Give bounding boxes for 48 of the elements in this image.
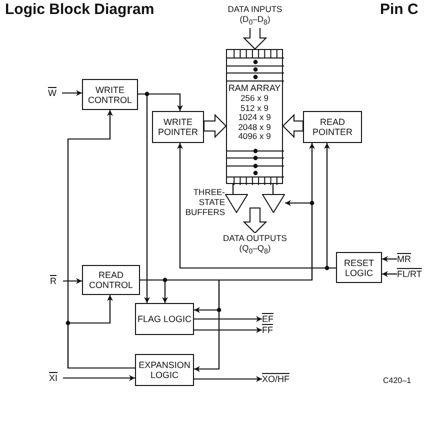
signal-arrow xyxy=(194,316,262,322)
buffer-triangle xyxy=(225,194,248,213)
logic-block xyxy=(82,79,138,110)
signal-label: MR xyxy=(397,252,415,266)
signal-label: FL/RT xyxy=(397,267,430,281)
signal-arrow xyxy=(63,278,82,284)
block-label: EXPANSION LOGIC xyxy=(138,360,192,380)
signal-label: R xyxy=(50,274,63,288)
logic-block xyxy=(303,111,362,143)
block-arrow xyxy=(242,26,268,50)
logic-block xyxy=(336,252,382,283)
block-label: FLAG LOGIC xyxy=(137,314,192,324)
block-label: WRITE CONTROL xyxy=(86,84,133,104)
signal-arrow xyxy=(194,376,262,382)
block-label: RAM ARRAY xyxy=(228,83,281,94)
signal-label: W xyxy=(48,86,62,100)
signal-label: XO/HF xyxy=(262,372,298,386)
heading-fragment: Pin C xyxy=(380,1,418,18)
signal-label: XI xyxy=(49,371,63,385)
capacity-label: 512 x 9 xyxy=(240,104,268,113)
logic-block xyxy=(135,354,194,386)
buffer-triangle xyxy=(262,194,285,213)
signal-arrow xyxy=(63,375,135,381)
ram-array-block xyxy=(226,49,283,184)
capacity-label: 256 x 9 xyxy=(240,94,268,104)
buffer-caption: THREE-STATE BUFFERS xyxy=(184,187,225,217)
diagram-title: Logic Block Diagram xyxy=(5,1,154,18)
block-arrow xyxy=(204,114,227,138)
capacity-label: 2048 x 9 xyxy=(238,122,271,132)
signal-label: FF xyxy=(262,323,280,337)
block-label: WRITE POINTER xyxy=(156,117,199,137)
signal-arrow xyxy=(382,256,397,262)
figure-code: C420–1 xyxy=(383,376,412,385)
logic-block xyxy=(82,265,140,295)
block-arrow xyxy=(282,114,304,138)
capacity-label: 1024 x 9 xyxy=(238,113,271,122)
signal-arrow xyxy=(194,327,262,333)
logic-block xyxy=(135,303,194,335)
logic-block xyxy=(152,111,204,143)
signal-arrow xyxy=(67,295,135,369)
signal-arrow xyxy=(62,90,82,96)
block-label: RESET LOGIC xyxy=(342,258,375,278)
capacity-label: 4096 x 9 xyxy=(238,132,271,142)
block-label: READ CONTROL xyxy=(88,270,134,290)
block-label: READ POINTER xyxy=(311,117,354,137)
block-arrow xyxy=(242,208,268,234)
signal-label: EF xyxy=(262,312,280,326)
signal-arrow xyxy=(382,271,397,277)
